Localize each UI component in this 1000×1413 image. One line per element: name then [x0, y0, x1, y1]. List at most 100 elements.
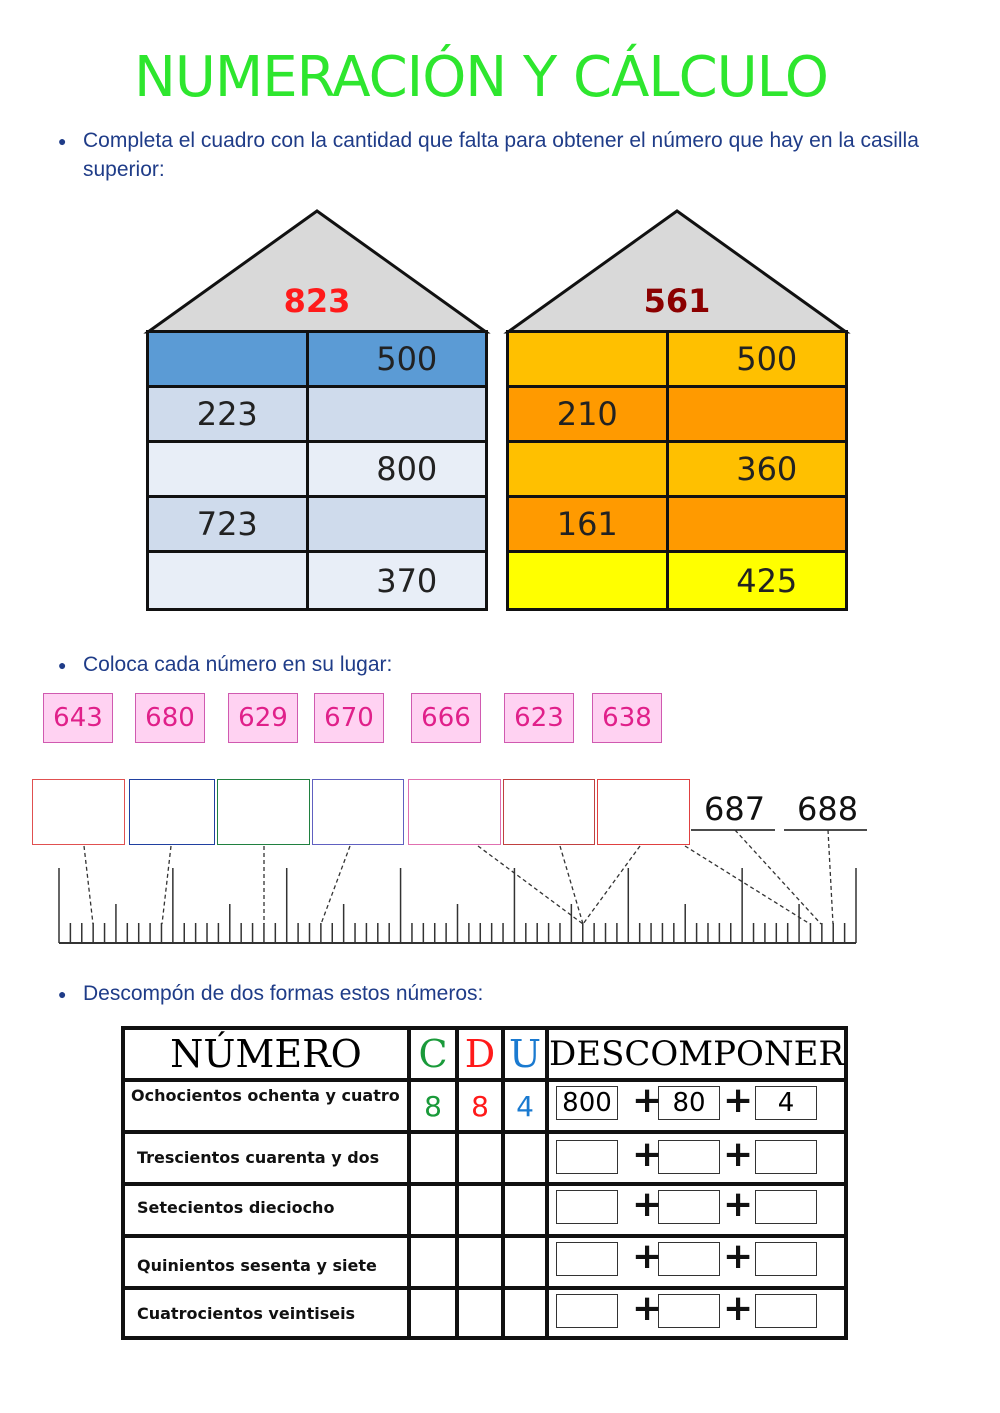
house-cell-left[interactable] — [149, 333, 309, 385]
number-chip[interactable]: 670 — [314, 693, 384, 743]
house-cell-right: 500 — [376, 340, 438, 378]
decompose-input[interactable] — [755, 1294, 817, 1328]
number-line-ruler — [58, 829, 867, 944]
digit-c[interactable] — [407, 1286, 459, 1340]
decompose-input[interactable]: 4 — [755, 1086, 817, 1120]
decompose-input[interactable] — [658, 1294, 720, 1328]
digit-u[interactable] — [501, 1182, 549, 1238]
number-chip[interactable]: 623 — [504, 693, 574, 743]
plus-sign: + — [632, 1134, 663, 1175]
instruction-2: Coloca cada número en su lugar: — [83, 653, 393, 676]
decompose-input[interactable] — [556, 1140, 618, 1174]
house-cell-left[interactable] — [149, 553, 309, 608]
digit-d[interactable] — [455, 1234, 505, 1290]
instruction-3: Descompón de dos formas estos números: — [83, 982, 484, 1005]
row-label: Setecientos dieciocho — [121, 1182, 411, 1238]
plus-sign: + — [723, 1184, 754, 1225]
digit-u[interactable]: 4 — [501, 1078, 549, 1134]
plus-sign: + — [723, 1236, 754, 1277]
plus-sign: + — [723, 1288, 754, 1329]
plus-sign: + — [632, 1184, 663, 1225]
house-cell-right[interactable] — [309, 498, 486, 550]
number-chip[interactable]: 666 — [411, 693, 481, 743]
header-c: C — [407, 1026, 459, 1082]
house-2-target: 561 — [643, 282, 711, 320]
drop-slot[interactable] — [597, 779, 690, 845]
digit-d[interactable] — [455, 1182, 505, 1238]
house-cell-left[interactable] — [509, 333, 669, 385]
house-row: 161 — [509, 498, 845, 553]
number-chip[interactable]: 629 — [228, 693, 298, 743]
house-row: 800 — [149, 443, 485, 498]
decompose-input[interactable]: 800 — [556, 1086, 618, 1120]
decompose-input[interactable] — [755, 1190, 817, 1224]
house-row: 360 — [509, 443, 845, 498]
header-d: D — [455, 1026, 505, 1082]
house-cell-left[interactable] — [509, 443, 669, 495]
drop-slot[interactable] — [217, 779, 310, 845]
digit-d[interactable]: 8 — [455, 1078, 505, 1134]
bullet-icon: ● — [58, 133, 67, 149]
digit-c[interactable] — [407, 1130, 459, 1186]
decompose-input[interactable] — [658, 1190, 720, 1224]
digit-u[interactable] — [501, 1234, 549, 1290]
house-cell-left: 223 — [149, 388, 309, 440]
house-cell-left: 210 — [509, 388, 669, 440]
decomposition-table: NÚMERO C D U DESCOMPONER Ochocientos och… — [121, 1026, 848, 1340]
digit-c[interactable] — [407, 1182, 459, 1238]
ruler-label-687: 687 — [704, 790, 766, 828]
plus-sign: + — [632, 1288, 663, 1329]
digit-u[interactable] — [501, 1286, 549, 1340]
house-cell-left: 723 — [149, 498, 309, 550]
house-row: 425 — [509, 553, 845, 608]
house-cell-right: 800 — [376, 450, 438, 488]
house-cell-left: 161 — [509, 498, 669, 550]
decompose-input[interactable] — [556, 1294, 618, 1328]
row-label: Cuatrocientos veintiseis — [121, 1286, 411, 1340]
house-row: 723 — [149, 498, 485, 553]
drop-slot[interactable] — [503, 779, 595, 845]
ruler-ticks — [58, 868, 857, 943]
drop-slot[interactable] — [408, 779, 501, 845]
house-cell-left[interactable] — [149, 443, 309, 495]
decompose-input[interactable] — [556, 1190, 618, 1224]
house-1-grid: 500 223 800 723 370 — [146, 330, 488, 611]
digit-u[interactable] — [501, 1130, 549, 1186]
digit-d[interactable] — [455, 1130, 505, 1186]
decompose-input[interactable] — [755, 1140, 817, 1174]
house-cell-right[interactable] — [309, 388, 486, 440]
digit-c[interactable] — [407, 1234, 459, 1290]
house-row: 210 — [509, 388, 845, 443]
number-chip[interactable]: 643 — [43, 693, 113, 743]
instruction-1: Completa el cuadro con la cantidad que f… — [83, 129, 919, 181]
house-cell-right: 370 — [376, 561, 438, 600]
decompose-input[interactable] — [658, 1140, 720, 1174]
header-u: U — [501, 1026, 549, 1082]
plus-sign: + — [632, 1080, 663, 1121]
bullet-icon: ● — [58, 657, 67, 673]
house-cell-right[interactable] — [669, 498, 846, 550]
house-1-target: 823 — [283, 282, 351, 320]
row-label: Ochocientos ochenta y cuatro — [121, 1078, 411, 1134]
decompose-input[interactable] — [755, 1242, 817, 1276]
house-row: 223 — [149, 388, 485, 443]
house-cell-right: 360 — [736, 450, 798, 488]
number-chip[interactable]: 680 — [135, 693, 205, 743]
drop-slot[interactable] — [129, 779, 215, 845]
digit-d[interactable] — [455, 1286, 505, 1340]
house-cell-right[interactable] — [669, 388, 846, 440]
digit-c[interactable]: 8 — [407, 1078, 459, 1134]
decompose-input[interactable] — [658, 1242, 720, 1276]
drop-slot[interactable] — [32, 779, 125, 845]
drop-slot[interactable] — [312, 779, 404, 845]
plus-sign: + — [723, 1080, 754, 1121]
decompose-input[interactable]: 80 — [658, 1086, 720, 1120]
decompose-input[interactable] — [556, 1242, 618, 1276]
page-title: NUMERACIÓN Y CÁLCULO — [134, 45, 829, 110]
connector-lines — [83, 829, 834, 925]
house-cell-left[interactable] — [509, 553, 669, 608]
row-label: Quinientos sesenta y siete — [121, 1234, 411, 1290]
header-numero: NÚMERO — [121, 1026, 411, 1082]
number-chip[interactable]: 638 — [592, 693, 662, 743]
